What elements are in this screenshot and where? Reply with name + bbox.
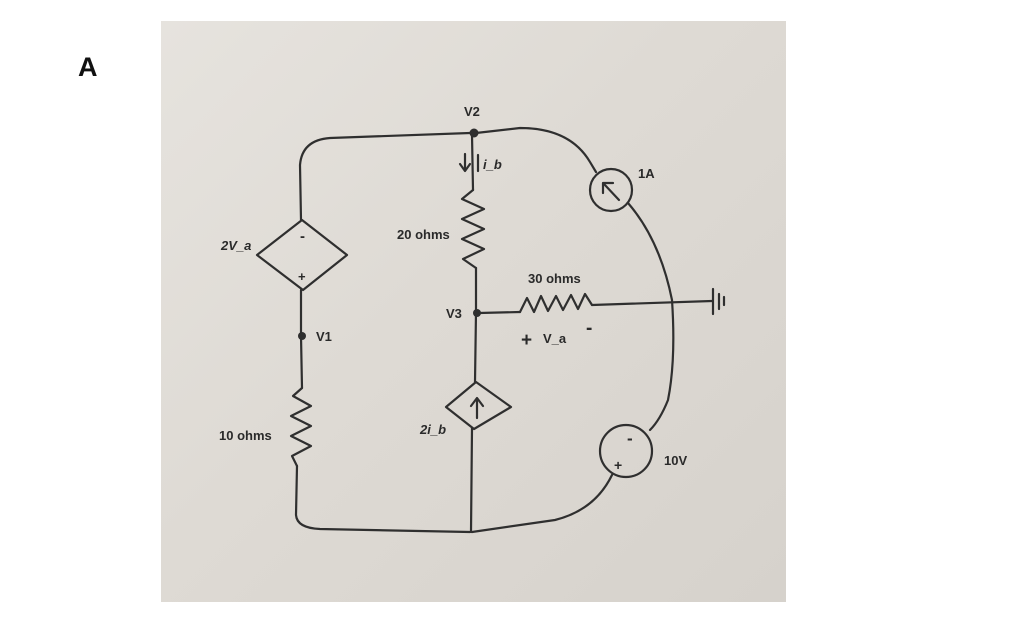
node-v3: [473, 309, 481, 317]
wire-bottom-right: [470, 473, 614, 534]
wire-v3-to-resistor-30: [477, 310, 522, 315]
resistor-20-label: 20 ohms: [397, 227, 450, 242]
resistor-20-ohms: [460, 188, 486, 270]
resistor-10-label: 10 ohms: [219, 428, 272, 443]
wire-top-right: [474, 126, 598, 174]
va-label: V_a: [543, 331, 567, 346]
current-ib-arrow-icon: [458, 152, 472, 173]
ground-icon: [711, 287, 726, 316]
svg-text:-: -: [627, 429, 633, 448]
wire-v2-down: [470, 133, 475, 192]
current-ib-label: i_b: [483, 157, 502, 172]
wire-right-side: [626, 201, 675, 432]
svg-text:-: -: [300, 228, 305, 245]
wire-to-ground: [590, 299, 714, 307]
dependent-current-source-label: 2i_b: [419, 422, 446, 437]
dependent-voltage-source: - +: [255, 218, 349, 292]
voltage-source-10v: - +: [598, 423, 654, 479]
node-v1: [298, 332, 306, 340]
svg-text:+: +: [614, 457, 622, 473]
wire-bottom-left: [294, 464, 472, 534]
current-source-1a: [588, 167, 634, 213]
node-v2: [469, 128, 479, 138]
wire-v3: [473, 266, 478, 384]
resistor-30-ohms: [518, 292, 594, 314]
circuit-diagram: - + 2V_a V1 10 ohms V2 i_b 20 ohms V3: [219, 104, 726, 534]
dependent-current-source: [444, 380, 513, 431]
voltage-source-label: 10V: [664, 453, 687, 468]
wire-mid-bottom: [469, 426, 474, 534]
resistor-30-label: 30 ohms: [528, 271, 581, 286]
resistor-10-ohms: [289, 386, 313, 468]
node-v2-label: V2: [464, 104, 480, 119]
circuit-photo: - + 2V_a V1 10 ohms V2 i_b 20 ohms V3: [161, 21, 786, 602]
current-source-label: 1A: [638, 166, 655, 181]
svg-text:+: +: [298, 269, 306, 284]
node-v3-label: V3: [446, 306, 462, 321]
dependent-voltage-source-label: 2V_a: [220, 238, 251, 253]
node-v1-label: V1: [316, 329, 332, 344]
wire-top-left: [298, 131, 472, 222]
va-plus-sign: +: [521, 330, 532, 351]
page-letter: A: [78, 52, 98, 82]
va-minus-sign: -: [586, 318, 592, 339]
